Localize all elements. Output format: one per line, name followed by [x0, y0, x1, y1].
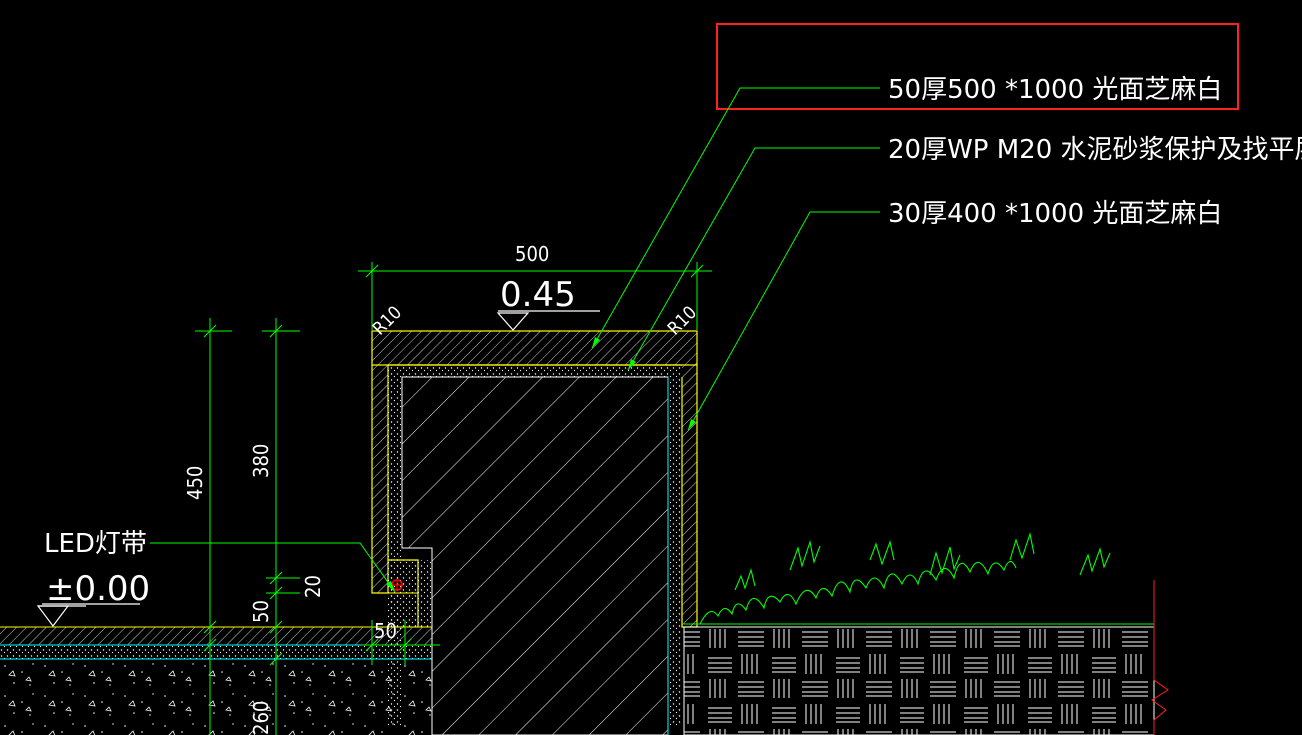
shrub-planting: [699, 531, 1111, 625]
callout-cladding: 30厚400 *1000 光面芝麻白: [888, 199, 1222, 229]
ground-section-left: [0, 626, 432, 735]
leader-arrows: [386, 337, 696, 592]
dimension-lines: [195, 262, 712, 735]
dim-gap-20: 20: [301, 575, 325, 598]
dim-top-width: 500: [515, 242, 549, 266]
leader-lines: [150, 87, 880, 593]
callout-mortar-layer: 20厚WP M20 水泥砂浆保护及找平层: [888, 135, 1302, 165]
dim-bottom-50: 50: [374, 619, 397, 643]
brick-paving-right: [683, 580, 1169, 735]
highlight-box: [716, 23, 1239, 110]
ground-elevation-label: ±0.00: [46, 569, 150, 609]
elevation-top: 0.45: [500, 275, 576, 315]
led-strip-label: LED灯带: [44, 529, 147, 559]
wall-section: [371, 330, 698, 735]
dim-height-450: 450: [183, 466, 207, 500]
dim-gap-50: 50: [249, 600, 273, 623]
elevation-markers: [36, 310, 600, 627]
dim-base-260: 260: [249, 701, 273, 735]
callout-cap-stone: 50厚500 *1000 光面芝麻白: [888, 75, 1222, 105]
dim-height-380: 380: [249, 444, 273, 478]
